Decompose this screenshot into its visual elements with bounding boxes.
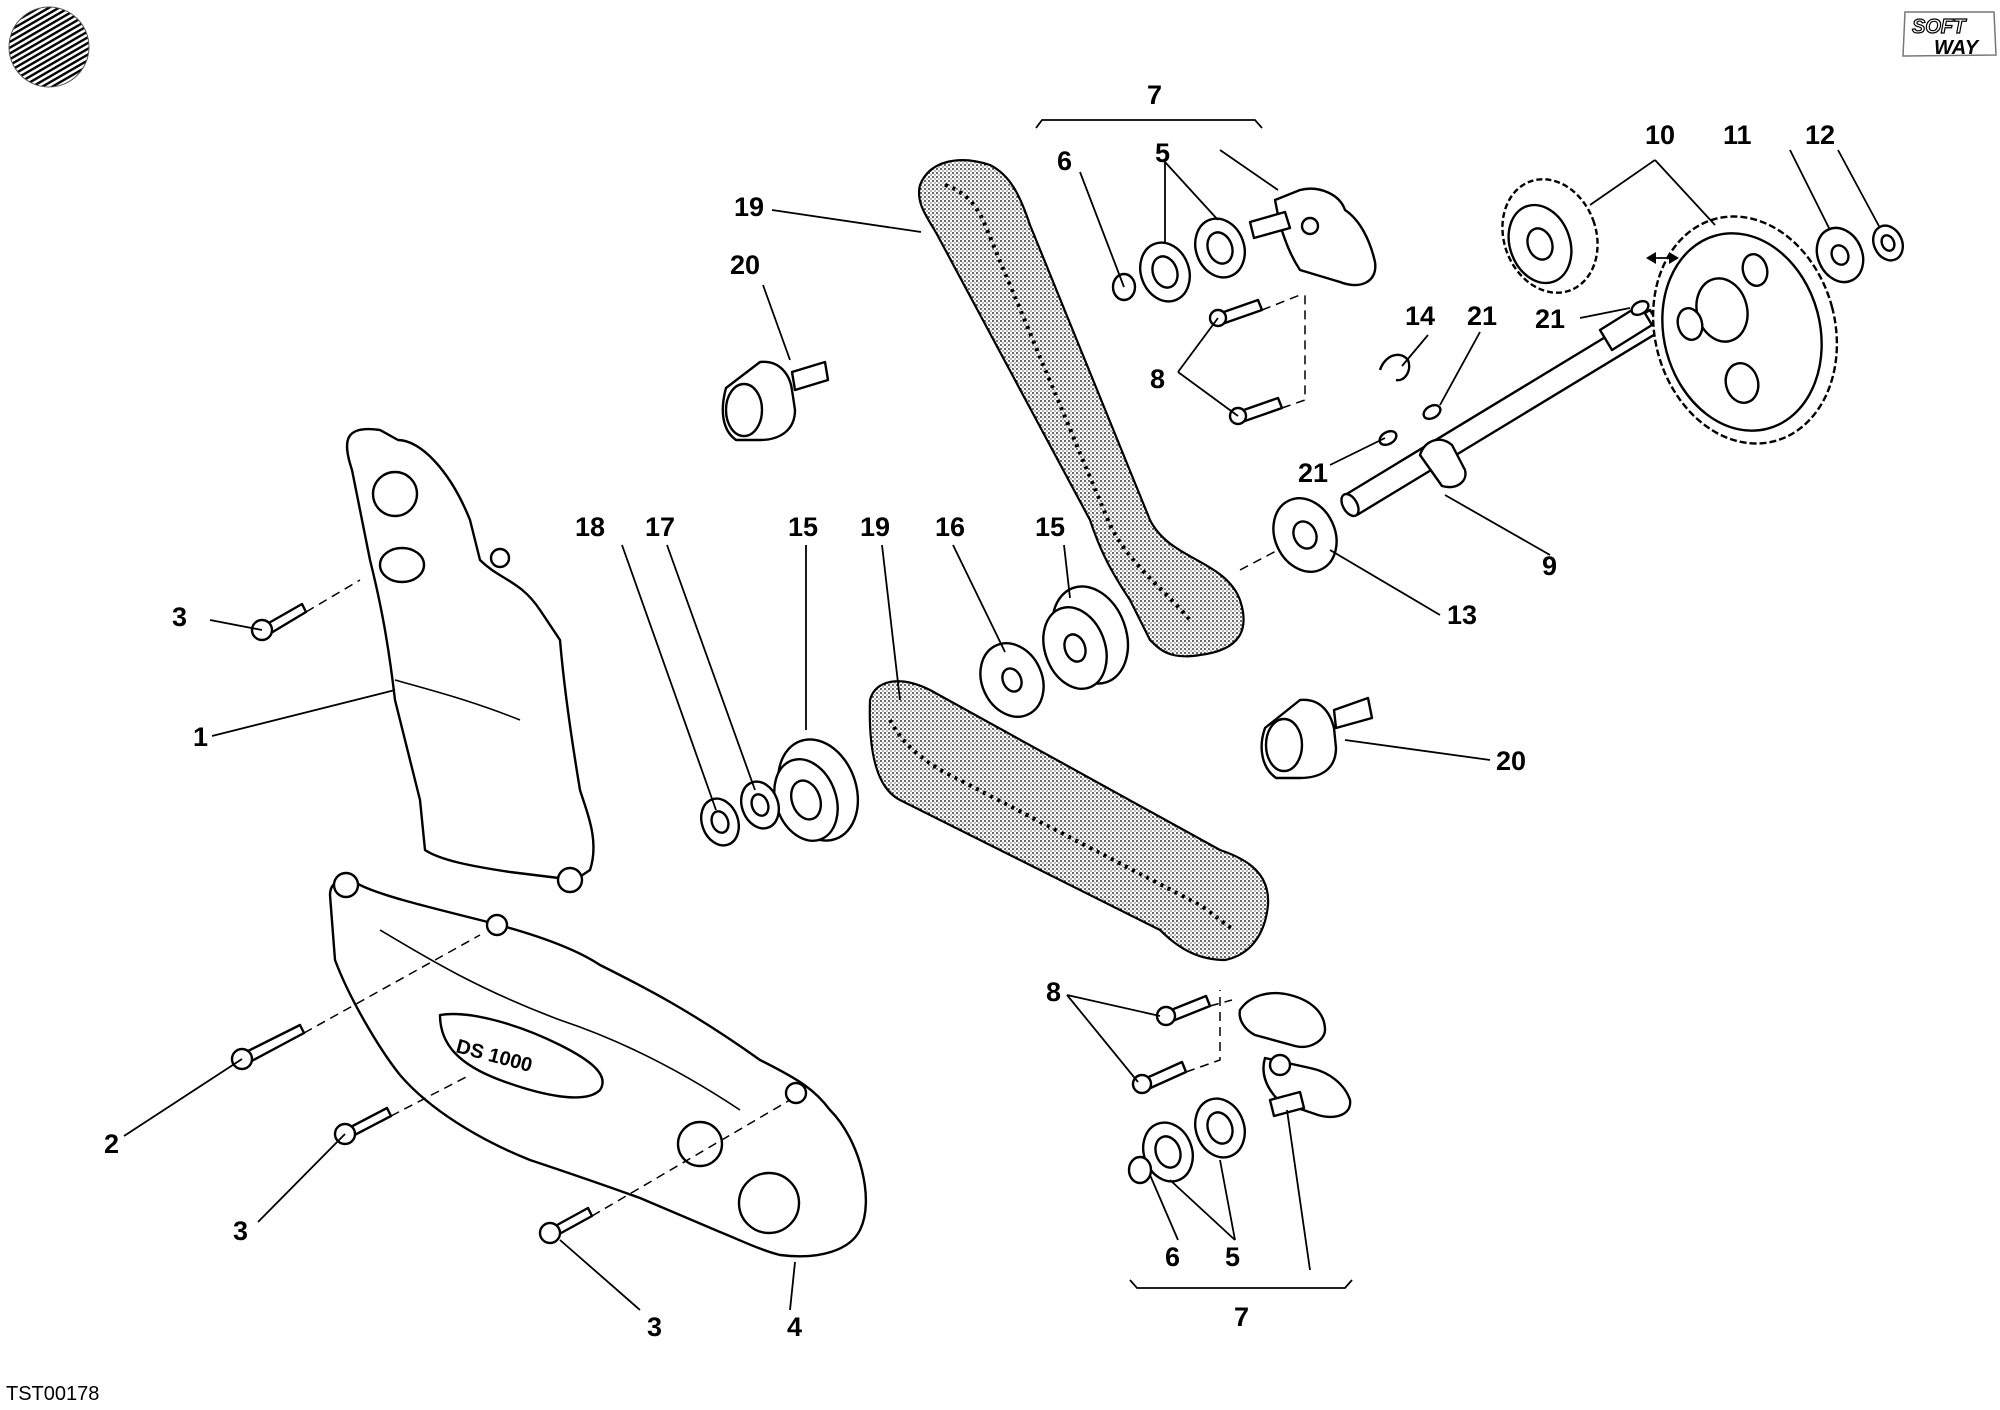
part-13-washer	[1272, 497, 1338, 573]
callout-1: 1	[193, 722, 208, 752]
callout-3: 3	[172, 602, 187, 632]
part-10-small-gear	[1501, 178, 1599, 294]
callout-16: 16	[935, 512, 965, 542]
callout-19: 19	[734, 192, 764, 222]
part-5-bearing-lower-a	[1194, 1097, 1246, 1159]
bolt-3-lower	[538, 1206, 594, 1245]
bolt-3-upper	[250, 602, 308, 642]
callout-17: 17	[645, 512, 675, 542]
callout-13: 13	[1447, 600, 1477, 630]
callout-8: 8	[1046, 977, 1061, 1007]
part-10-large-gear	[1651, 215, 1839, 445]
part-21-key-b	[1378, 429, 1398, 447]
callout-5: 5	[1155, 138, 1170, 168]
callout-3: 3	[647, 1312, 662, 1342]
part-5-bearing-upper-b	[1194, 217, 1246, 279]
callout-15: 15	[788, 512, 818, 542]
part-17-washer	[739, 780, 781, 830]
bracket-7-upper	[1035, 119, 1263, 129]
part-7-tensioner-plate-upper	[1248, 187, 1377, 287]
part-21-key-c	[1630, 299, 1650, 317]
callout-8: 8	[1150, 364, 1165, 394]
leader-lines	[123, 149, 1881, 1311]
striped-disc-icon	[8, 6, 90, 88]
part-15-pulley-right	[1042, 585, 1130, 690]
callout-14: 14	[1405, 301, 1435, 331]
part-8-bolt-lower-b	[1131, 1060, 1188, 1095]
bolt-3-middle	[333, 1106, 393, 1146]
callout-9: 9	[1542, 551, 1557, 581]
part-8-bolt-lower-a	[1155, 994, 1212, 1027]
part-14-circlip	[1378, 353, 1411, 382]
callout-10: 10	[1645, 120, 1675, 150]
part-1-upper-belt-cover	[345, 427, 595, 894]
callout-3: 3	[233, 1216, 248, 1246]
callout-11: 11	[1723, 120, 1752, 150]
callout-2: 2	[104, 1129, 119, 1159]
callout-7: 7	[1234, 1302, 1249, 1332]
callout-4: 4	[787, 1312, 802, 1342]
callout-19: 19	[860, 512, 890, 542]
callout-12: 12	[1805, 120, 1835, 150]
part-5-bearing-upper-a	[1139, 241, 1191, 303]
part-7-tensioner-plate-lower	[1238, 991, 1352, 1119]
part-8-bolt-upper-b	[1228, 396, 1284, 426]
part-15-pulley-left	[773, 738, 860, 842]
diagram-code: TST00178	[6, 1383, 99, 1405]
logo-line1: SOFT	[1912, 16, 1967, 38]
callout-15: 15	[1035, 512, 1065, 542]
callout-labels: 1 2 3 3 3 4 5 5 6 6 7 7 8 8 9 10 11 12 1…	[104, 80, 1835, 1342]
part-19-lower-timing-belt	[868, 680, 1270, 962]
callout-20: 20	[730, 250, 760, 280]
softway-logo-icon: SOFT WAY	[1902, 11, 1997, 59]
callout-18: 18	[575, 512, 605, 542]
callout-6: 6	[1057, 146, 1072, 176]
bracket-7-lower	[1129, 1279, 1353, 1289]
callout-21: 21	[1467, 301, 1497, 331]
part-20-idler-spacer-upper	[721, 360, 830, 442]
part-19-upper-timing-belt	[917, 159, 1245, 658]
double-arrow-icon	[1646, 252, 1679, 264]
part-20-idler-spacer-lower	[1260, 696, 1374, 780]
part-21-key-a	[1422, 403, 1442, 421]
part-18-nut	[699, 797, 741, 847]
logo-line2: WAY	[1934, 37, 1980, 59]
part-6-circlip-lower	[1127, 1155, 1153, 1185]
part-9-layshaft	[1340, 303, 1664, 518]
bolt-2	[230, 1023, 306, 1071]
callout-6: 6	[1165, 1242, 1180, 1272]
part-5-bearing-lower-b	[1142, 1121, 1194, 1183]
part-11-washer	[1815, 226, 1865, 284]
callout-5: 5	[1225, 1242, 1240, 1272]
part-4-lower-belt-cover: DS 1000	[328, 871, 868, 1258]
callout-21: 21	[1298, 458, 1328, 488]
callout-20: 20	[1496, 746, 1526, 776]
callout-7: 7	[1147, 80, 1162, 110]
callout-21: 21	[1535, 304, 1565, 334]
part-16-washer	[979, 642, 1045, 718]
part-8-bolt-upper-a	[1208, 298, 1264, 328]
part-12-nut	[1872, 224, 1904, 262]
